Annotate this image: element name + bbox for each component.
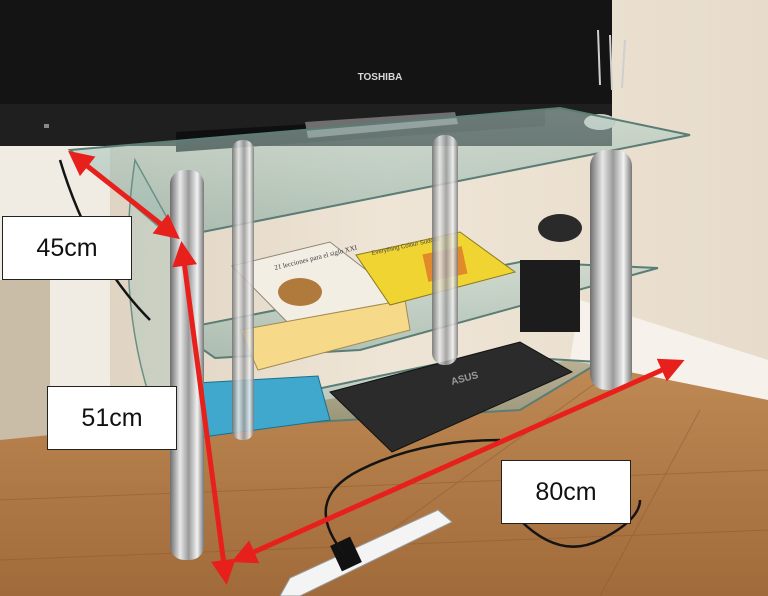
- height-label: 51cm: [47, 386, 177, 450]
- width-label: 80cm: [501, 460, 631, 524]
- black-device: [520, 260, 580, 332]
- chrome-leg-front-right: [590, 150, 632, 390]
- chrome-leg-back-right: [432, 135, 458, 365]
- ornament-figures: [597, 29, 626, 91]
- width-arrow: [231, 358, 685, 564]
- height-arrow: [172, 241, 236, 585]
- black-speaker: [538, 214, 582, 242]
- book-cover-art: [278, 278, 322, 306]
- depth-label: 45cm: [2, 216, 132, 280]
- carpet-strip: [0, 280, 50, 450]
- tv-led: [44, 124, 49, 128]
- depth-arrow: [68, 150, 180, 240]
- tv-brand-logo: TOSHIBA: [358, 72, 403, 83]
- chrome-leg-back-left: [232, 140, 254, 440]
